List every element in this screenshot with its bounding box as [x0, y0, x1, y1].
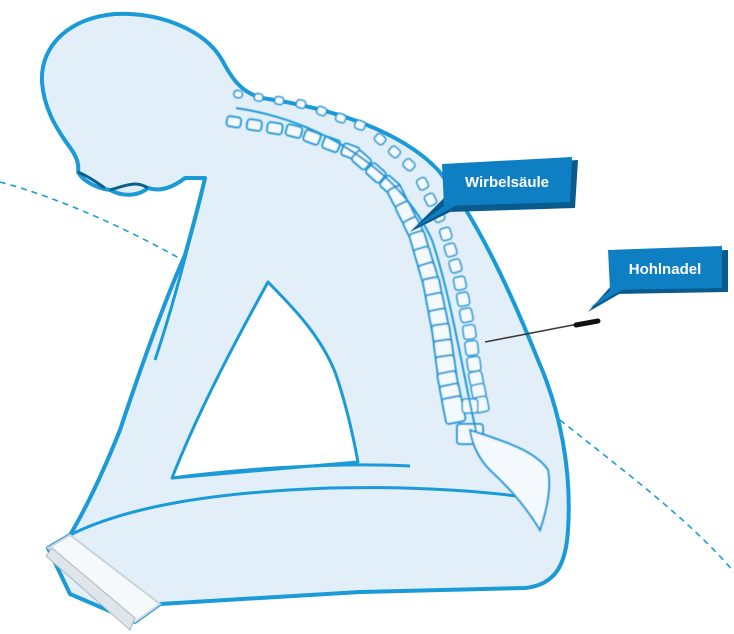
label-needle: Hohlnadel: [629, 261, 702, 278]
vertebra-process: [233, 90, 242, 98]
vertebra-process: [456, 292, 470, 307]
vertebra-process: [274, 96, 284, 105]
vertebra-process: [254, 93, 264, 102]
vertebra-process: [459, 307, 473, 323]
dashed-curve-right: [560, 420, 734, 572]
vertebra-process: [464, 340, 478, 356]
vertebra: [226, 116, 241, 128]
vertebra: [285, 124, 303, 139]
vertebra-process: [453, 276, 467, 291]
vertebra-process: [439, 227, 453, 242]
dashed-curve-left: [0, 182, 186, 262]
vertebra-process: [462, 324, 476, 339]
callout-needle: Hohlnadel: [588, 246, 728, 312]
vertebra: [246, 119, 262, 132]
vertebra-process: [448, 258, 462, 273]
vertebra-process: [444, 242, 458, 257]
vertebra: [267, 122, 283, 135]
vertebra-process: [467, 356, 482, 372]
label-spine: Wirbelsäule: [465, 174, 549, 191]
vertebra-process: [295, 99, 306, 109]
